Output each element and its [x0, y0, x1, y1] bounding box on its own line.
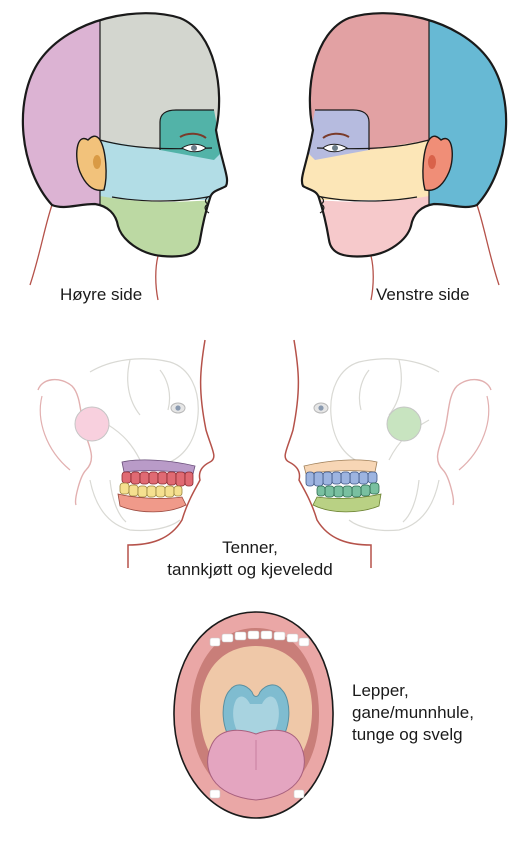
- label-teeth-line2: tannkjøtt og kjeveledd: [167, 560, 333, 579]
- label-mouth-line2: gane/munnhule,: [352, 703, 474, 722]
- right-tmj-zone: [74, 406, 110, 442]
- left-lower-gum-zone: [312, 493, 382, 513]
- right-skull-teeth: [37, 339, 215, 568]
- right-head-back-zone: [22, 13, 100, 257]
- left-head-back-zone: [429, 13, 507, 257]
- label-left-side: Venstre side: [376, 285, 470, 304]
- right-eye-icon: [179, 132, 207, 153]
- left-ear-zone: [422, 135, 453, 192]
- left-eye-icon: [322, 132, 350, 153]
- label-teeth-group: Tenner, tannkjøtt og kjeveledd: [150, 537, 350, 581]
- open-mouth: [173, 611, 334, 819]
- label-right-side: Høyre side: [60, 285, 143, 304]
- left-neck-front-line: [370, 255, 374, 301]
- right-lower-teeth-zone: [119, 482, 183, 498]
- right-neck-back-line: [29, 204, 53, 286]
- right-side-head: [21, 12, 229, 301]
- left-upper-teeth-zone: [305, 471, 378, 487]
- left-tmj-zone: [386, 406, 422, 442]
- left-skull-teeth: [284, 339, 492, 568]
- left-side-head: [300, 12, 508, 301]
- label-mouth-line1: Lepper,: [352, 681, 409, 700]
- label-teeth-line1: Tenner,: [222, 538, 278, 557]
- right-jaw-zone: [100, 196, 228, 257]
- label-mouth-line3: tunge og svelg: [352, 725, 463, 744]
- label-mouth-group: Lepper, gane/munnhule, tunge og svelg: [352, 680, 474, 746]
- right-upper-teeth-zone: [121, 471, 194, 487]
- left-lower-teeth-zone: [316, 482, 380, 498]
- right-neck-front-line: [155, 255, 159, 301]
- right-lower-gum-zone: [117, 493, 187, 513]
- left-jaw-zone: [301, 196, 429, 257]
- right-ear-zone: [76, 135, 107, 192]
- right-eye-zone: [160, 110, 222, 160]
- left-neck-back-line: [476, 204, 500, 286]
- left-eye-zone: [307, 110, 369, 160]
